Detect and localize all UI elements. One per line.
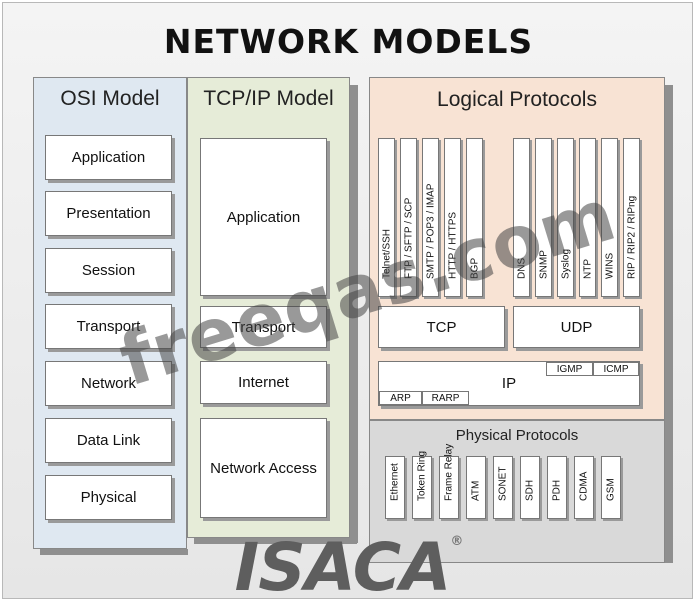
tcpip-layer-network-access: Network Access	[200, 418, 327, 518]
tcpip-layer-application: Application	[200, 138, 327, 296]
protocol-http-https: HTTP / HTTPS	[444, 138, 461, 297]
tcpip-panel-depth-side	[350, 85, 358, 543]
protocol-syslog: Syslog	[557, 138, 574, 297]
protocol-telnet-ssh: Telnet/SSH	[378, 138, 395, 297]
protocol-bgp: BGP	[466, 138, 483, 297]
osi-panel-depth	[40, 549, 188, 555]
protocol-frame-relay: Frame Relay	[439, 444, 459, 519]
protocol-ftp-sftp-scp: FTP / SFTP / SCP	[400, 138, 417, 297]
protocol-snmp: SNMP	[535, 138, 552, 297]
protocol-sonet: SONET	[493, 456, 513, 519]
logical-title: Logical Protocols	[437, 88, 597, 111]
isaca-logo: ISACA®	[0, 532, 697, 604]
protocol-udp: UDP	[513, 306, 640, 348]
tcpip-title: TCP/IP Model	[203, 87, 334, 110]
protocol-token-ring: Token Ring	[412, 451, 432, 519]
protocol-pdh: PDH	[547, 456, 567, 519]
protocol-cdma: CDMA	[574, 456, 594, 519]
protocol-smtp-pop3-imap: SMTP / POP3 / IMAP	[422, 138, 439, 297]
physical-title: Physical Protocols	[455, 427, 579, 444]
osi-layer-physical: Physical	[45, 475, 172, 520]
registered-mark: ®	[450, 534, 463, 549]
osi-layer-session: Session	[45, 248, 172, 293]
osi-layer-data-link: Data Link	[45, 418, 172, 463]
page-title: NETWORK MODELS	[163, 22, 534, 61]
protocol-tcp: TCP	[378, 306, 505, 348]
tcpip-panel-depth	[194, 538, 357, 544]
protocol-ethernet: Ethernet	[385, 456, 405, 519]
protocol-rip-rip2-ripng: RIP / RIP2 / RIPng	[623, 138, 640, 297]
tcpip-layer-internet: Internet	[200, 361, 327, 404]
protocol-arp: ARP	[379, 391, 422, 405]
osi-layer-presentation: Presentation	[45, 191, 172, 236]
osi-title: OSI Model	[60, 87, 160, 110]
logical-panel-depth-side	[665, 85, 673, 563]
protocol-gsm: GSM	[601, 456, 621, 519]
osi-layer-application: Application	[45, 135, 172, 180]
osi-layer-transport: Transport	[45, 304, 172, 349]
protocol-dns: DNS	[513, 138, 530, 297]
protocol-rarp: RARP	[422, 391, 469, 405]
osi-layer-network: Network	[45, 361, 172, 406]
protocol-icmp: ICMP	[593, 362, 639, 376]
protocol-sdh: SDH	[520, 456, 540, 519]
logo-text: ISACA	[234, 529, 452, 606]
tcpip-layer-transport: Transport	[200, 306, 327, 348]
protocol-igmp: IGMP	[546, 362, 593, 376]
protocol-wins: WINS	[601, 138, 618, 297]
protocol-ntp: NTP	[579, 138, 596, 297]
protocol-atm: ATM	[466, 456, 486, 519]
